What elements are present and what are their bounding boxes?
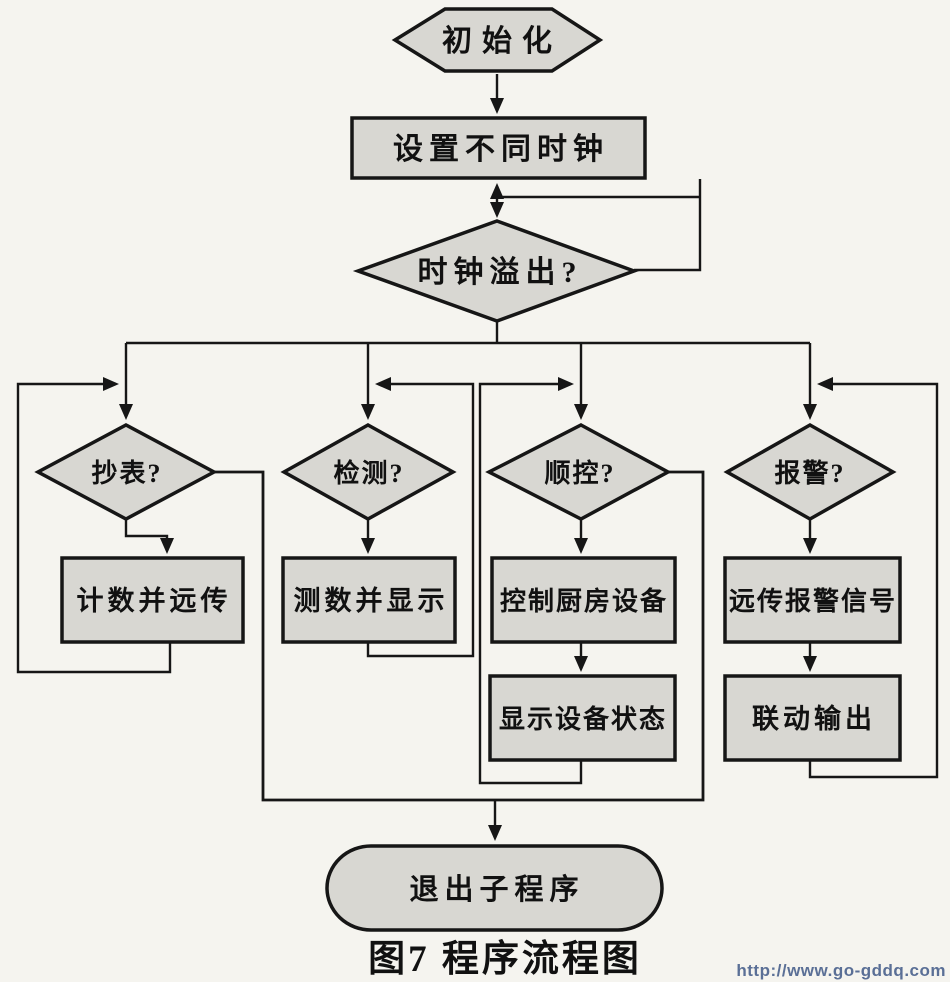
- node-seq-control: 顺控?: [485, 423, 672, 521]
- node-detect-label: 检测?: [333, 458, 404, 488]
- node-alarm-label: 报警?: [774, 458, 845, 488]
- node-device-status: 显示设备状态: [488, 674, 677, 762]
- node-exit-subroutine-label: 退出子程序: [409, 872, 584, 906]
- node-seq-control-shape: [485, 423, 672, 521]
- node-meter-read: 抄表?: [34, 423, 218, 521]
- node-meter-read-label: 抄表?: [91, 459, 162, 488]
- loop-measure-to-detect: [366, 377, 475, 658]
- node-seq-control-label: 顺控?: [544, 459, 615, 488]
- node-exit-subroutine-shape: [325, 844, 664, 932]
- edge-overflow-feedback-vertical: [634, 179, 702, 272]
- node-detect-shape: [280, 422, 457, 522]
- loop-count-to-meter: [16, 377, 172, 674]
- node-linkage-output: 联动输出: [723, 674, 902, 762]
- node-kitchen-control: 控制厨房设备: [490, 556, 677, 644]
- node-device-status-shape: [488, 674, 677, 762]
- node-count-transmit: 计数并远传: [60, 556, 245, 644]
- node-alarm-signal: 远传报警信号: [723, 556, 902, 644]
- node-init-shape: [391, 7, 604, 73]
- node-kitchen-control-shape: [490, 556, 677, 644]
- node-exit-subroutine: 退出子程序: [325, 844, 664, 932]
- node-device-status-label: 显示设备状态: [499, 704, 667, 734]
- node-alarm: 报警?: [723, 422, 897, 522]
- node-alarm-shape: [723, 422, 897, 522]
- figure-caption: 图7 程序流程图: [368, 938, 642, 980]
- node-count-transmit-shape: [60, 556, 245, 644]
- node-measure-display-label: 测数并显示: [294, 585, 449, 616]
- edge-no-branch-merge: [214, 470, 705, 802]
- node-set-clocks-shape: [350, 116, 647, 180]
- node-clock-overflow-label: 时钟溢出?: [418, 256, 583, 289]
- node-meter-read-shape: [34, 423, 218, 521]
- node-init-label: 初始化: [442, 25, 562, 58]
- loop-status-to-seq: [478, 377, 583, 785]
- node-count-transmit-label: 计数并远传: [77, 585, 232, 616]
- node-linkage-output-label: 联动输出: [752, 703, 876, 734]
- node-clock-overflow: 时钟溢出?: [352, 219, 640, 323]
- node-alarm-signal-label: 远传报警信号: [729, 586, 897, 616]
- node-kitchen-control-label: 控制厨房设备: [500, 587, 668, 616]
- node-set-clocks: 设置不同时钟: [350, 116, 647, 180]
- node-linkage-output-shape: [723, 674, 902, 762]
- node-set-clocks-label: 设置不同时钟: [393, 133, 609, 166]
- watermark-url: http://www.go-gddq.com: [736, 961, 946, 980]
- node-init: 初始化: [391, 7, 604, 73]
- node-measure-display-shape: [281, 556, 457, 644]
- edge-meter-to-count: [124, 519, 174, 554]
- node-clock-overflow-shape: [352, 219, 640, 323]
- loop-linkage-to-alarm: [808, 377, 939, 779]
- node-measure-display: 测数并显示: [281, 556, 457, 644]
- node-detect: 检测?: [280, 422, 457, 522]
- node-alarm-signal-shape: [723, 556, 902, 644]
